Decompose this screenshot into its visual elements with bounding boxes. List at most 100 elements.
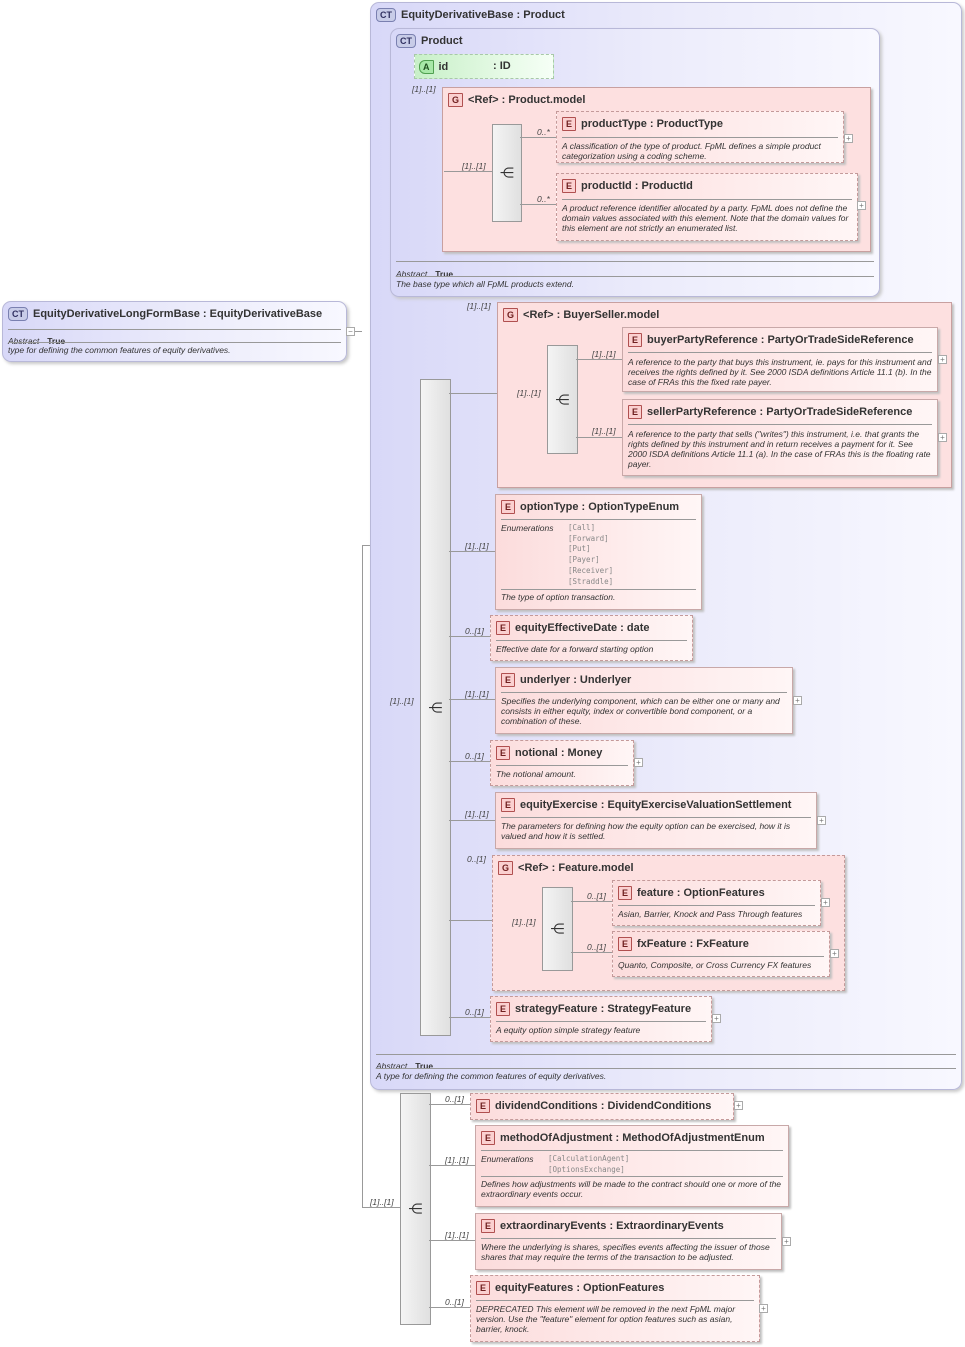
sequence-compositor[interactable]: ⋲ <box>547 345 578 454</box>
sequence-compositor[interactable]: ⋲ <box>542 887 573 971</box>
cardinality-label: [1]..[1] <box>465 541 489 551</box>
element-title: equityEffectiveDate : date <box>515 621 650 634</box>
element-title: optionType : OptionTypeEnum <box>520 500 680 513</box>
cardinality-label: [1]..[1] <box>462 161 486 171</box>
complex-type-badge: CT <box>8 307 28 321</box>
group-title: <Ref> : BuyerSeller.model <box>523 308 660 321</box>
element-badge: E <box>618 886 633 900</box>
cardinality-label: 0..[1] <box>465 626 484 636</box>
element-title: equityExercise : EquityExerciseValuation… <box>520 798 792 811</box>
cardinality-label: 0..[1] <box>445 1297 464 1307</box>
expand-icon[interactable]: + <box>793 696 802 705</box>
element-title: dividendConditions : DividendConditions <box>495 1099 712 1112</box>
element-title: methodOfAdjustment : MethodOfAdjustmentE… <box>500 1131 765 1144</box>
connector <box>429 1240 475 1241</box>
expand-icon[interactable]: + <box>817 816 826 825</box>
element-badge: E <box>501 500 516 514</box>
expand-icon[interactable]: + <box>759 1304 768 1313</box>
element-title: productId : ProductId <box>581 179 693 192</box>
cardinality-label: 0..[1] <box>465 1007 484 1017</box>
root-complex-type[interactable]: CT EquityDerivativeLongFormBase : EquityD… <box>2 301 347 362</box>
divider <box>376 1054 956 1055</box>
cardinality-label: [1]..[1] <box>592 349 616 359</box>
cardinality-label: 0..[1] <box>587 942 606 952</box>
attribute-type: : ID <box>493 60 511 72</box>
group-title: <Ref> : Product.model <box>468 93 586 106</box>
divider <box>618 956 824 957</box>
abstract-value: True <box>415 1061 434 1071</box>
divider <box>501 519 696 520</box>
expand-icon[interactable]: + <box>857 201 866 210</box>
element-badge: E <box>496 746 511 760</box>
root-description: type for defining the common features of… <box>8 345 231 355</box>
expand-icon[interactable]: + <box>938 433 947 442</box>
sequence-icon: ⋲ <box>408 1200 423 1217</box>
sequence-compositor[interactable]: ⋲ <box>492 124 522 222</box>
element-badge: E <box>618 937 633 951</box>
enum-value: [OptionsExchange] <box>548 1164 625 1174</box>
element-description: A equity option simple strategy feature <box>496 1025 641 1035</box>
connector <box>449 636 490 637</box>
connector <box>449 761 490 762</box>
sequence-compositor[interactable]: ⋲ <box>400 1093 431 1325</box>
expand-icon[interactable]: + <box>844 134 853 143</box>
connector <box>429 1104 470 1105</box>
expand-icon[interactable]: + <box>821 898 830 907</box>
cardinality-label: [1]..[1] <box>390 696 414 706</box>
element-description: A reference to the party that buys this … <box>628 357 932 387</box>
cardinality-label: [1]..[1] <box>370 1197 394 1207</box>
group-title: <Ref> : Feature.model <box>518 861 634 874</box>
expand-icon[interactable]: + <box>634 758 643 767</box>
element-title: underlyer : Underlyer <box>520 673 632 686</box>
element-description: DEPRECATED This element will be removed … <box>476 1304 736 1334</box>
connector <box>444 171 492 172</box>
connector <box>362 545 363 1208</box>
group-badge: G <box>448 93 464 107</box>
collapse-icon[interactable]: − <box>346 327 355 336</box>
enum-value: [CalculationAgent] <box>548 1154 630 1163</box>
abstract-label: Abstract <box>396 269 428 279</box>
connector <box>449 393 499 394</box>
group-badge: G <box>503 308 519 322</box>
divider <box>618 905 815 906</box>
root-type-title: EquityDerivativeLongFormBase : EquityDer… <box>33 307 323 320</box>
complex-type-badge: CT <box>376 8 396 22</box>
group-badge: G <box>498 861 514 875</box>
expand-icon[interactable]: + <box>734 1101 743 1110</box>
expand-icon[interactable]: + <box>938 355 947 364</box>
expand-icon[interactable]: + <box>830 949 839 958</box>
element-description: The notional amount. <box>496 769 576 779</box>
element-description: The parameters for defining how the equi… <box>501 821 791 841</box>
element-title: extraordinaryEvents : ExtraordinaryEvent… <box>500 1219 724 1232</box>
element-badge: E <box>562 117 577 131</box>
element-badge: E <box>481 1219 496 1233</box>
abstract-label: Abstract <box>8 336 40 346</box>
expand-icon[interactable]: + <box>782 1237 791 1246</box>
abstract-value: True <box>47 336 66 346</box>
sequence-compositor[interactable]: ⋲ <box>420 379 451 1036</box>
element-badge: E <box>496 1002 511 1016</box>
element-badge: E <box>628 333 643 347</box>
expand-icon[interactable]: + <box>712 1014 721 1023</box>
element-title: sellerPartyReference : PartyOrTradeSideR… <box>647 405 913 418</box>
divider <box>481 1150 783 1151</box>
element-description: The type of option transaction. <box>501 592 616 602</box>
cardinality-label: 0..[1] <box>465 751 484 761</box>
